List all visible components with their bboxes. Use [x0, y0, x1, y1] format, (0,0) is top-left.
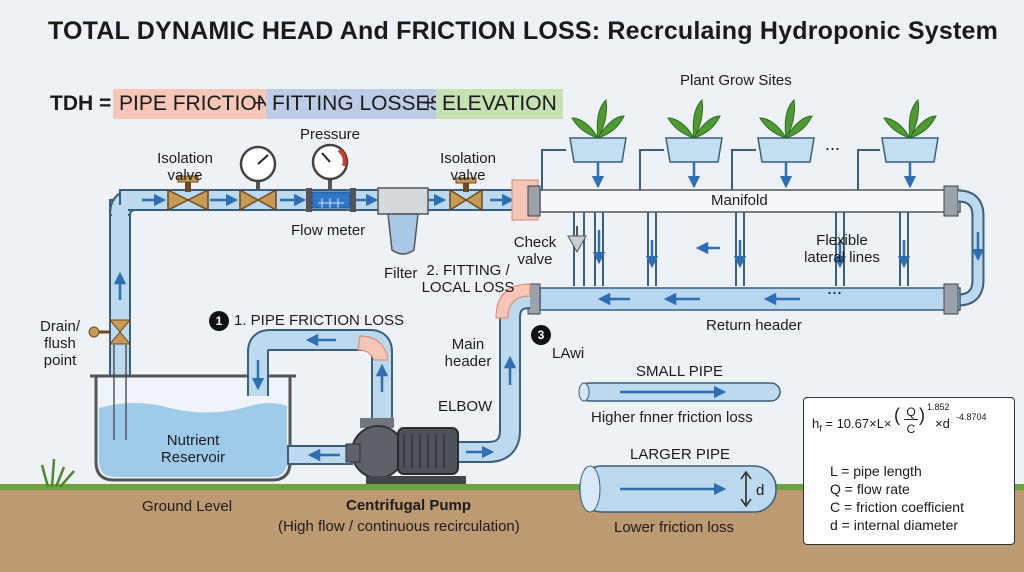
label-return-header: Return header [706, 317, 802, 334]
flow-arrows-return [597, 241, 800, 306]
label-pump-sub: (High flow / continuous recirculation) [278, 518, 520, 535]
isolation-valve-right [449, 177, 483, 212]
label-fitting-local-loss: 2. FITTING / LOCAL LOSS [421, 262, 515, 296]
gauge-left [239, 145, 277, 190]
pressure-gauge [311, 143, 349, 190]
larger-pipe [579, 465, 777, 513]
label-nutrient-reservoir: Nutrient Reservoir [160, 432, 226, 466]
isolation-valve-left [167, 175, 209, 212]
label-diameter: d [756, 482, 765, 499]
label-manifold: Manifold [711, 192, 768, 209]
formula-body: = 10.67×L× [825, 416, 892, 431]
plus-1: + [253, 92, 266, 115]
label-ground-level: Ground Level [142, 498, 233, 515]
label-filter: Filter [384, 265, 418, 282]
plant-trays [569, 98, 939, 189]
formula-box: hf = 10.67×L× ( Q C ) 1.852 ×d -4.8704 L… [803, 397, 1015, 545]
def-l: L = pipe length [830, 463, 922, 479]
manifold-pipe [527, 185, 961, 217]
paren-open: ( [894, 405, 900, 425]
ellipsis-return: ... [827, 278, 843, 298]
fitting-highlight-elbow [495, 283, 531, 319]
formula-definitions: L = pipe length Q = flow rate C = fricti… [830, 462, 964, 534]
lateral-arrows [592, 230, 911, 269]
label-main-header: Main header [444, 336, 492, 370]
def-c: C = friction coefficient [830, 499, 964, 515]
check-valve [567, 226, 587, 254]
return-header-pipe [527, 283, 961, 315]
label-plant-grow-sites: Plant Grow Sites [680, 72, 792, 89]
marker-3: 3 [531, 325, 551, 345]
hazen-williams-formula: hf = 10.67×L× [812, 416, 892, 434]
fraction-bottom: C [906, 422, 916, 436]
ground-line [0, 484, 1024, 490]
feed-tubes [541, 149, 880, 190]
formula-times-d: ×d [935, 416, 950, 431]
term-fitting-losses: FITTING LOSSES [266, 89, 450, 119]
label-elbow: ELBOW [438, 398, 493, 415]
formula-lhs-sub: f [819, 423, 822, 434]
lateral-lines [573, 212, 909, 286]
label-larger-pipe: LARGER PIPE [630, 446, 731, 463]
drain-valve [88, 319, 132, 345]
label-flow-meter: Flow meter [291, 222, 366, 239]
def-q: Q = flow rate [830, 481, 910, 497]
plus-2: + [422, 92, 435, 115]
formula-lhs: h [812, 416, 820, 431]
small-pipe [578, 382, 781, 402]
label-small-pipe: SMALL PIPE [636, 363, 723, 380]
paren-close: ) [919, 405, 925, 425]
label-pressure: Pressure [299, 126, 361, 143]
tdh-label: TDH = [50, 92, 112, 115]
centrifugal-pump [345, 418, 466, 484]
fraction-top: Q [904, 405, 918, 420]
label-pump: Centrifugal Pump [346, 497, 472, 514]
flow-arrows-main-header [466, 355, 517, 459]
fitting-highlight-bend [357, 335, 389, 361]
ellipsis-top: ... [825, 134, 841, 154]
label-pipe-friction-loss: 1. PIPE FRICTION LOSS [234, 312, 405, 329]
label-small-pipe-sub: Higher fnner friction loss [591, 409, 753, 426]
formula-exp-2: -4.8704 [956, 412, 987, 422]
nutrient-reservoir-tank [90, 374, 296, 482]
label-drain-flush-point: Drain/ flush point [39, 318, 80, 369]
label-isolation-valve-left: Isolation valve [157, 150, 213, 184]
isolation-valve-mid [239, 188, 277, 212]
flow-arrows-return-loop [251, 333, 389, 392]
filter [377, 187, 429, 255]
label-lawi: LAwi [552, 345, 585, 362]
flow-meter [306, 188, 356, 212]
page-title: TOTAL DYNAMIC HEAD And FRICTION LOSS: Re… [48, 17, 999, 45]
dip-tubes [113, 345, 127, 440]
label-larger-pipe-sub: Lower friction loss [614, 519, 735, 536]
label-isolation-valve-right: Isolation valve [440, 150, 496, 184]
formula-exp-1: 1.852 [927, 402, 950, 412]
main-header-pipe [458, 287, 531, 463]
label-check-valve: Check valve [513, 234, 557, 268]
def-d: d = internal diameter [830, 517, 959, 533]
term-pipe-friction: PIPE FRICTION [113, 89, 278, 119]
label-flexible-lateral-lines: Flexible lateral lines [804, 232, 880, 266]
term-elevation: ELEVATION [436, 89, 563, 119]
marker-1: 1 [209, 311, 229, 331]
